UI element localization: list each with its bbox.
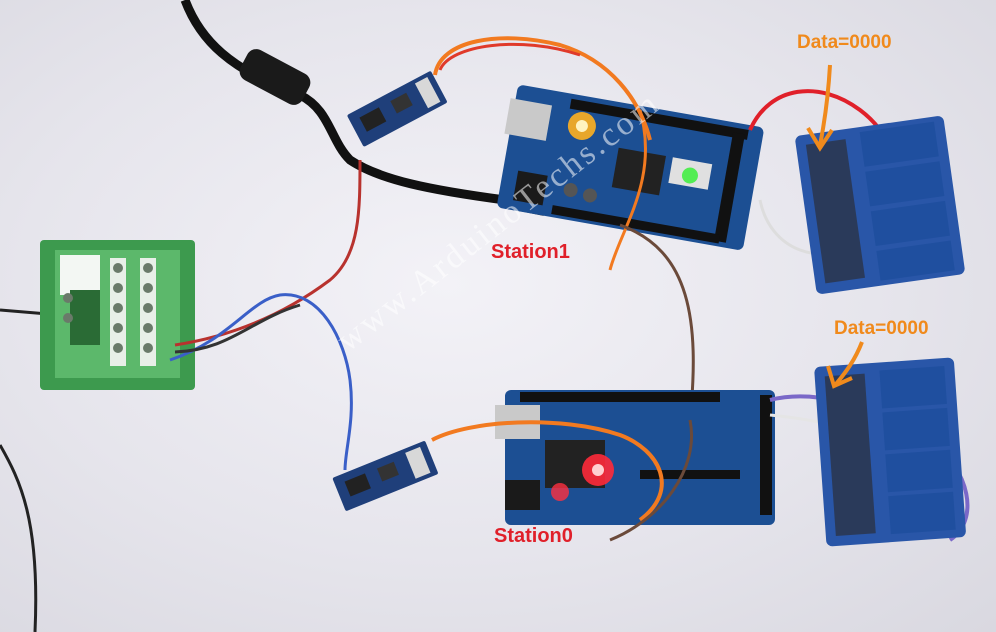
wire-brown-down [619,223,695,421]
relay-module-top [795,116,965,294]
station0-label: Station0 [494,525,573,547]
wire-orange-top [433,36,652,141]
arduino-mega-station0 [495,390,775,525]
data-label-bottom: Data=0000 [834,318,929,339]
wire-orange-cross [608,109,647,271]
data-label-top: Data=0000 [797,32,892,53]
cable-ferrite [239,49,311,105]
arrow-icon [806,64,834,152]
relay-module-bottom [814,357,966,547]
station1-label: Station1 [491,241,570,263]
wire-red-top [438,42,581,71]
rs485-wire-blue [169,293,353,471]
rs485-wire-dark [174,303,301,354]
arduino-mega-station1 [497,85,764,250]
terminal-block [40,240,195,390]
rs485-module-bottom [332,441,438,511]
rs485-module-top [347,71,447,147]
wire-brown-bottom [609,419,693,542]
wire-orange-bottom [431,420,664,522]
arrow-icon [826,341,864,389]
left-wire-2 [0,444,38,632]
power-cable [180,0,506,205]
rs485-wire-red [174,159,362,347]
